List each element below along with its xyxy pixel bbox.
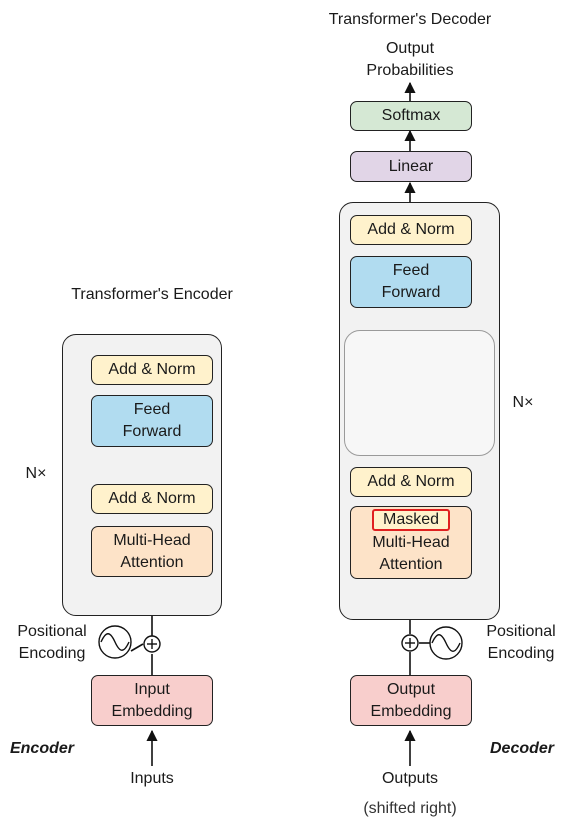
encoder-feed-forward-line1: Feed — [133, 401, 171, 418]
decoder-output-probabilities: Output Probabilities — [350, 38, 470, 82]
encoder-inputs-label: Inputs — [130, 770, 174, 787]
encoder-side-label: Encoder — [9, 740, 74, 757]
encoder-multi-head-attention: Multi-Head Attention — [91, 526, 213, 577]
decoder-add-norm-top: Add & Norm — [350, 215, 472, 245]
encoder-feed-forward-line2: Forward — [122, 423, 182, 440]
decoder-softmax-label: Softmax — [381, 107, 441, 124]
decoder-output-probs-line2: Probabilities — [366, 62, 454, 79]
encoder-add-norm-top-label: Add & Norm — [108, 361, 196, 378]
decoder-positional-line1: Positional — [486, 623, 556, 640]
decoder-add-norm-bottom-label: Add & Norm — [367, 473, 455, 490]
decoder-title: Transformer's Decoder — [328, 11, 492, 28]
encoder-add-norm-bottom-label: Add & Norm — [108, 490, 196, 507]
decoder-positional-encoding: Positional Encoding — [472, 621, 570, 665]
decoder-repeat-label: N× — [512, 394, 534, 411]
encoder-feed-forward: Feed Forward — [91, 395, 213, 447]
decoder-feed-forward-line2: Forward — [381, 284, 441, 301]
decoder-add-norm-bottom: Add & Norm — [350, 467, 472, 497]
encoder-sum-node — [143, 635, 161, 653]
decoder-attention-line2: Attention — [379, 556, 443, 573]
decoder-softmax: Softmax — [350, 101, 472, 131]
encoder-add-norm-top: Add & Norm — [91, 355, 213, 385]
encoder-positional-encoding: Positional Encoding — [4, 621, 100, 665]
encoder-positional-line2: Encoding — [18, 645, 86, 662]
encoder-embedding-line2: Embedding — [111, 702, 193, 720]
decoder-feed-forward: Feed Forward — [350, 256, 472, 308]
decoder-side-label: Decoder — [489, 740, 555, 757]
decoder-add-norm-top-label: Add & Norm — [367, 221, 455, 238]
decoder-shifted-right-label: (shifted right) — [363, 800, 457, 817]
decoder-sine-icon — [429, 626, 463, 660]
decoder-embedding-line2: Embedding — [370, 702, 452, 720]
decoder-outputs-label: Outputs — [381, 770, 439, 787]
decoder-output-probs-line1: Output — [385, 40, 435, 57]
encoder-add-norm-bottom: Add & Norm — [91, 484, 213, 514]
decoder-output-embedding: Output Embedding — [350, 675, 472, 726]
decoder-attention-line1: Multi-Head — [372, 534, 450, 551]
encoder-embedding-line1: Input — [134, 680, 170, 698]
decoder-masked-tag: Masked — [371, 509, 451, 531]
decoder-cross-attention-placeholder — [344, 330, 495, 456]
decoder-linear-label: Linear — [388, 157, 434, 175]
encoder-sine-icon — [98, 625, 132, 659]
decoder-sum-node — [401, 634, 419, 652]
decoder-feed-forward-line1: Feed — [392, 262, 430, 279]
decoder-embedding-line1: Output — [386, 680, 436, 698]
decoder-masked-attention: Masked Multi-Head Attention — [350, 506, 472, 579]
encoder-positional-line1: Positional — [17, 623, 87, 640]
decoder-positional-line2: Encoding — [487, 645, 555, 662]
encoder-attention-line2: Attention — [120, 553, 184, 571]
decoder-linear: Linear — [350, 151, 472, 182]
encoder-input-embedding: Input Embedding — [91, 675, 213, 726]
encoder-title: Transformer's Encoder — [71, 286, 233, 303]
encoder-attention-line1: Multi-Head — [113, 531, 191, 549]
encoder-repeat-label: N× — [25, 465, 47, 482]
